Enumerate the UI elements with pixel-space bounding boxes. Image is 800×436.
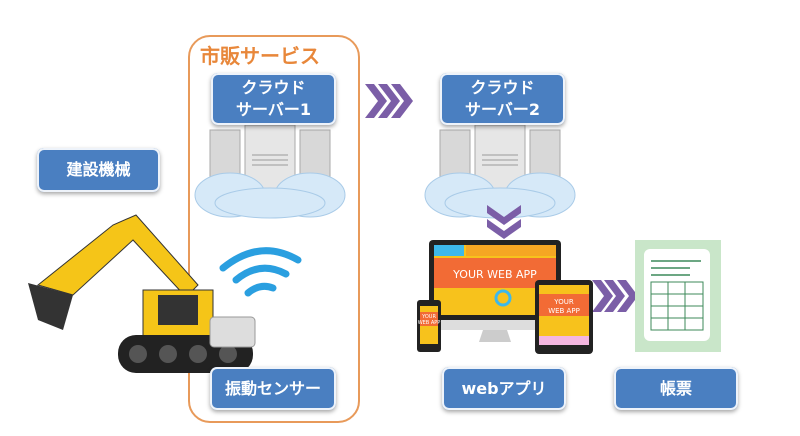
chevron-right-arrows-2-icon <box>592 280 638 312</box>
tablet-text-2: WEB APP <box>548 307 580 315</box>
chevron-down-arrows-icon <box>487 205 521 239</box>
sensor-label: 振動センサー <box>224 378 321 398</box>
construction-label: 建設機械 <box>66 160 131 179</box>
monitor-screen-text: YOUR WEB APP <box>452 268 537 281</box>
cloud-server-2-box: クラウドサーバー2 <box>440 73 565 125</box>
cloud-server-2-icon <box>424 125 576 219</box>
webapp-box: webアプリ <box>442 367 566 410</box>
webapp-label: webアプリ <box>461 378 547 398</box>
excavator-icon <box>28 214 256 373</box>
cloud2-line2: サーバー2 <box>465 100 540 119</box>
cloud-server-1-icon <box>194 125 346 219</box>
phone-text-1: YOUR <box>421 314 436 320</box>
chevron-right-arrows-icon <box>365 84 413 118</box>
web-devices-icon: YOUR WEB APP YOUR WEB APP YOUR WEB APP <box>417 240 593 354</box>
cloud2-line1: クラウド <box>470 78 535 97</box>
sensor-box: 振動センサー <box>210 367 336 410</box>
cloud-server-1-box: クラウドサーバー1 <box>211 73 336 125</box>
service-group-frame <box>188 35 360 423</box>
cloud1-line1: クラウド <box>241 78 306 97</box>
wifi-icon <box>219 247 302 297</box>
report-label: 帳票 <box>659 378 692 398</box>
cloud1-line2: サーバー1 <box>236 100 311 119</box>
construction-machine-box: 建設機械 <box>37 148 160 192</box>
phone-text-2: WEB APP <box>418 320 441 326</box>
service-group-title: 市販サービス <box>200 44 320 68</box>
report-box: 帳票 <box>614 367 738 410</box>
report-document-icon <box>635 240 721 352</box>
tablet-text-1: YOUR <box>553 298 574 306</box>
